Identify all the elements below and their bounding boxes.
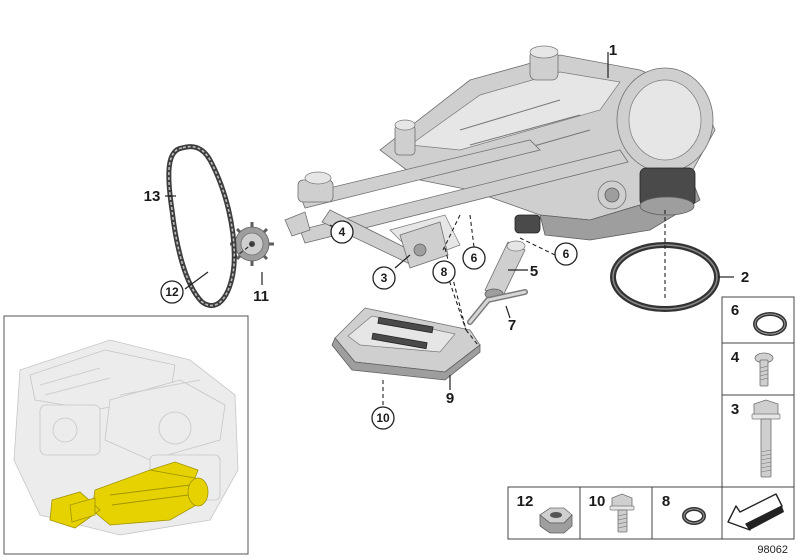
bottom-panel-flange-bolt: 10 bbox=[579, 486, 653, 540]
side-panel-6-label: 6 bbox=[731, 302, 739, 319]
bottom-panel-direction-arrow bbox=[721, 486, 795, 540]
callout-12-label: 12 bbox=[165, 285, 179, 299]
drive-chain bbox=[166, 144, 237, 308]
side-panel-o-ring: 6 bbox=[721, 296, 795, 344]
callout-6b-label: 6 bbox=[563, 247, 570, 261]
engine-overview-inset bbox=[3, 315, 249, 555]
callout-4-label: 4 bbox=[339, 225, 346, 239]
callout-10-label: 10 bbox=[376, 411, 390, 425]
bottom-panel-12-label: 12 bbox=[517, 493, 534, 510]
callout-11: 11 bbox=[253, 288, 269, 305]
callout-4: 4 bbox=[330, 220, 354, 244]
callout-9: 9 bbox=[446, 390, 454, 407]
direction-arrow-icon bbox=[727, 493, 784, 531]
oil-pump-assembly bbox=[166, 45, 720, 381]
callout-3: 3 bbox=[372, 266, 396, 290]
dipstick-tube-7 bbox=[467, 289, 528, 325]
side-panel-3-label: 3 bbox=[731, 401, 739, 418]
callout-8-label: 8 bbox=[441, 265, 448, 279]
callout-2: 2 bbox=[741, 269, 749, 286]
side-panel-long-bolt: 3 bbox=[721, 394, 795, 488]
callout-3-label: 3 bbox=[381, 271, 388, 285]
bottom-panel-8-label: 8 bbox=[662, 493, 670, 510]
diagram-reference-number: 98062 bbox=[757, 544, 788, 556]
callout-labels: 1 2 3 4 5 6 6 7 8 9 10 11 bbox=[144, 42, 749, 430]
callout-12: 12 bbox=[160, 280, 184, 304]
oil-baffle-plate bbox=[331, 307, 481, 381]
callout-10: 10 bbox=[371, 406, 395, 430]
callout-6a-label: 6 bbox=[471, 251, 478, 265]
bottom-panel-10-label: 10 bbox=[589, 493, 606, 510]
bottom-parts-panels: 12 10 8 bbox=[507, 486, 795, 540]
bottom-panel-small-o-ring: 8 bbox=[651, 486, 723, 540]
oil-pump-body bbox=[379, 45, 716, 241]
bottom-panel-hex-nut: 12 bbox=[507, 486, 581, 540]
highlighted-oil-pump bbox=[49, 461, 209, 529]
callout-8: 8 bbox=[432, 260, 456, 284]
callout-13: 13 bbox=[144, 188, 161, 205]
side-panel-short-bolt: 4 bbox=[721, 342, 795, 396]
callout-6b: 6 bbox=[554, 242, 578, 266]
callout-7: 7 bbox=[508, 317, 516, 334]
side-panel-4-label: 4 bbox=[731, 349, 740, 366]
side-parts-panels: 6 4 3 bbox=[721, 296, 795, 488]
engine-ghost bbox=[13, 339, 239, 536]
callout-6a: 6 bbox=[462, 246, 486, 270]
callout-1: 1 bbox=[609, 42, 617, 59]
callout-5: 5 bbox=[530, 263, 538, 280]
